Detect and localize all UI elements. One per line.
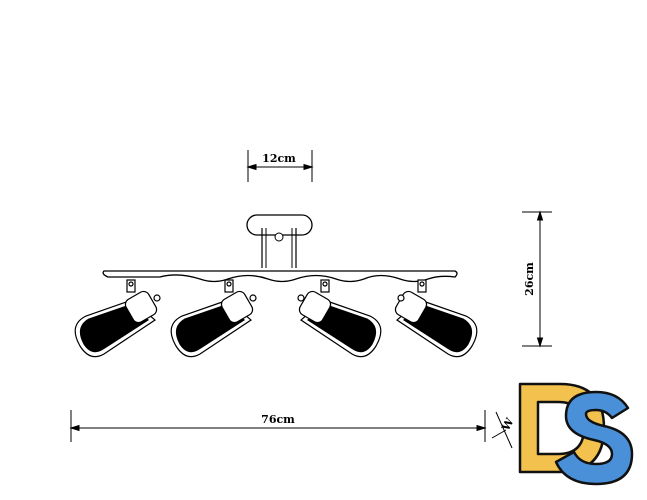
- spot-2-socket: [220, 290, 254, 324]
- side-label: W: [499, 415, 517, 433]
- length-label: 76cm: [261, 413, 295, 426]
- spotlight-1: [74, 279, 161, 358]
- spot-4-joint-pin: [419, 281, 425, 287]
- canopy-plate: [246, 214, 313, 236]
- spot-2-knob: [249, 294, 257, 302]
- canopy-dim-arrow-left: [246, 163, 257, 171]
- spotlight-4: [394, 279, 478, 358]
- spotlight-3: [297, 279, 382, 358]
- spot-1-joint-pin: [128, 281, 134, 287]
- side-dimension: [491, 411, 513, 449]
- height-label: 26cm: [523, 262, 536, 296]
- spot-1-knob: [153, 294, 161, 302]
- length-dimension: [69, 410, 487, 442]
- canopy-dim-arrow-right: [303, 163, 314, 171]
- spotlight-2: [170, 279, 257, 358]
- side-dim-line: [495, 411, 513, 449]
- ds-logo: [518, 382, 634, 486]
- spot-3-socket: [298, 290, 332, 324]
- ds-logo-letter-s: [554, 390, 634, 486]
- height-dimension: [522, 210, 552, 348]
- ceiling-canopy: [246, 214, 313, 268]
- spot-4-knob: [397, 294, 405, 302]
- canopy-screw: [274, 232, 284, 242]
- spot-3-joint-pin: [322, 281, 328, 287]
- height-dim-arrow-top: [536, 210, 544, 221]
- length-dim-arrow-left: [69, 424, 80, 432]
- canopy-width-dimension: [246, 150, 314, 182]
- canopy-width-label: 12cm: [262, 152, 296, 165]
- spotlight-bar: [102, 270, 458, 283]
- spot-2-joint-pin: [226, 281, 232, 287]
- spot-3-knob: [297, 294, 305, 302]
- length-dim-arrow-right: [476, 424, 487, 432]
- height-dim-arrow-bottom: [536, 337, 544, 348]
- spot-1-socket: [124, 290, 158, 324]
- side-dim-tick: [491, 429, 507, 439]
